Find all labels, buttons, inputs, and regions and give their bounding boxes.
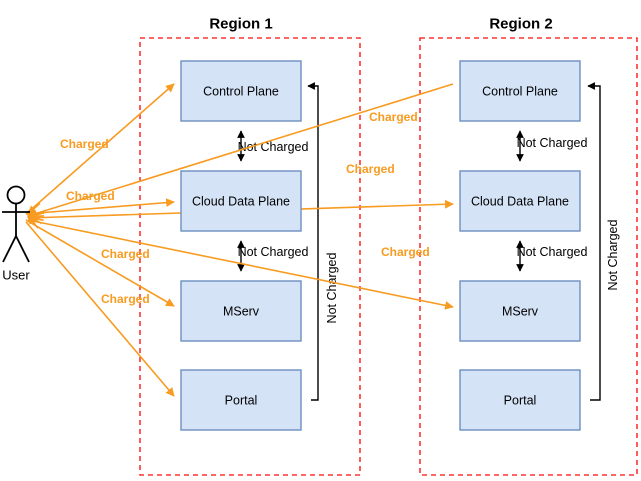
node-label: Portal: [225, 393, 258, 407]
edge-r1-portal-to-control: [307, 82, 319, 401]
label-user-to-r1-mserv: Charged: [101, 247, 150, 261]
label-r1-control-to-cloud-data: Not Charged: [238, 140, 309, 154]
label-r2-portal-to-control: Not Charged: [606, 220, 620, 291]
charged-edge-labels: Charged Charged Charged Charged Charged …: [60, 110, 430, 306]
label-r2-control-plane-to-user: Charged: [369, 110, 418, 124]
charged-fanin-arrowhead: [27, 211, 44, 220]
node-label: Cloud Data Plane: [471, 194, 569, 208]
node-label: MServ: [223, 304, 260, 318]
label-r1-portal-to-control: Not Charged: [325, 253, 339, 324]
node-box[interactable]: [180, 60, 302, 122]
nodes: Control Plane Cloud Data Plane MServ Por…: [180, 60, 581, 431]
label-r2-control-to-cloud-data: Not Charged: [517, 136, 588, 150]
node-label: Portal: [504, 393, 537, 407]
region-2-boundary: [419, 37, 638, 476]
region-boundaries: [139, 37, 638, 476]
node-r2-cloud-data-plane[interactable]: Cloud Data Plane: [459, 170, 581, 232]
node-r1-cloud-data-plane[interactable]: Cloud Data Plane: [180, 170, 302, 232]
node-box[interactable]: [459, 60, 581, 122]
edge-user-to-r2-mserv: [27, 219, 454, 310]
region-1-title: Region 1: [209, 15, 272, 32]
node-box[interactable]: [459, 170, 581, 232]
node-label: Control Plane: [482, 84, 558, 98]
label-user-to-r2-mserv: Charged: [381, 245, 430, 259]
node-r2-portal[interactable]: Portal: [459, 369, 581, 431]
edge-user-to-r1-cloud-data-plane: [25, 198, 175, 215]
node-r1-portal[interactable]: Portal: [180, 369, 302, 431]
charged-edges: [25, 83, 454, 397]
actor-label: User: [2, 268, 30, 283]
node-label: Cloud Data Plane: [192, 194, 290, 208]
node-label: Control Plane: [203, 84, 279, 98]
actor-head-icon: [6, 185, 26, 205]
node-r1-control-plane[interactable]: Control Plane: [180, 60, 302, 122]
node-r2-mserv[interactable]: MServ: [459, 280, 581, 342]
node-box[interactable]: [459, 280, 581, 342]
edge-user-to-r1-control-plane: [25, 83, 175, 215]
not-charged-edge-labels: Not Charged Not Charged Not Charged Not …: [238, 136, 620, 323]
charged-fanin-arrowheads: [27, 202, 45, 229]
edge-r2-control-plane-to-user: [27, 83, 454, 218]
edge-user-to-r1-portal: [25, 221, 175, 397]
node-box[interactable]: [459, 369, 581, 431]
label-user-to-r1-control-plane: Charged: [60, 137, 109, 151]
user-actor[interactable]: User: [2, 185, 30, 283]
region-2-title: Region 2: [489, 15, 552, 32]
node-box[interactable]: [180, 369, 302, 431]
node-box[interactable]: [180, 170, 302, 232]
region-1-boundary: [139, 37, 361, 476]
region-titles: Region 1 Region 2: [209, 15, 552, 32]
label-user-to-r1-cloud-data-plane: Charged: [66, 189, 115, 203]
edge-user-to-r1-mserv: [25, 219, 175, 307]
label-r2-cloud-data-to-mserv: Not Charged: [517, 245, 588, 259]
node-r2-control-plane[interactable]: Control Plane: [459, 60, 581, 122]
node-label: MServ: [502, 304, 539, 318]
not-charged-edges: [237, 82, 601, 401]
node-r1-mserv[interactable]: MServ: [180, 280, 302, 342]
actor-leg-left: [2, 235, 17, 263]
label-user-to-r1-portal: Charged: [101, 292, 150, 306]
node-box[interactable]: [180, 280, 302, 342]
label-r1-cloud-data-to-mserv: Not Charged: [238, 245, 309, 259]
label-user-to-r2-cloud-data-plane: Charged: [346, 162, 395, 176]
edge-r2-portal-to-control: [587, 82, 601, 401]
actor-leg-right: [15, 235, 30, 263]
